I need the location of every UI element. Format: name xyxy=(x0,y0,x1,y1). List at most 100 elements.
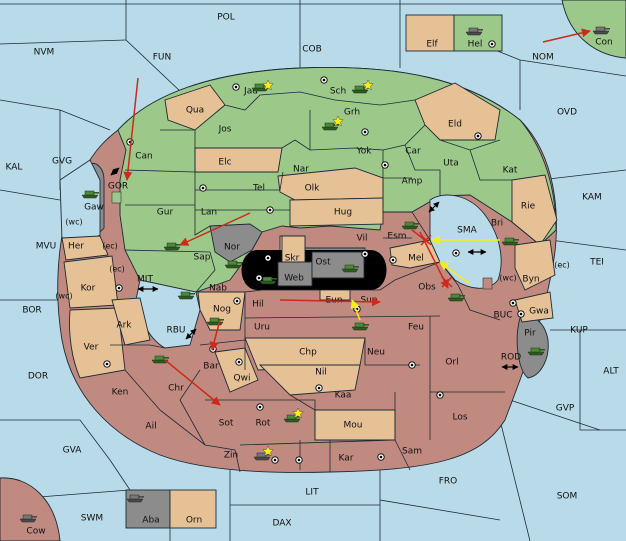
label-chr: Chr xyxy=(168,384,184,394)
label-web: Web xyxy=(284,274,304,284)
province-qua[interactable] xyxy=(164,84,226,131)
label-gvp: GVP xyxy=(556,404,575,414)
label-pol: POL xyxy=(217,13,235,23)
province-orn[interactable] xyxy=(169,489,217,529)
label-kam: KAM xyxy=(582,193,602,203)
label-aba: Aba xyxy=(142,516,159,526)
province-elf[interactable] xyxy=(405,14,455,52)
supply-center-kaa xyxy=(315,384,323,392)
label-qua: Qua xyxy=(186,106,204,116)
province-hug[interactable] xyxy=(289,197,384,227)
label-alt: ALT xyxy=(603,367,619,377)
star-icon-rot xyxy=(292,407,304,419)
label-grh: Grh xyxy=(344,108,360,118)
label-jos: Jos xyxy=(218,125,232,135)
label-car: Car xyxy=(405,147,421,157)
label-olk: Olk xyxy=(305,184,321,194)
province-qwi[interactable] xyxy=(214,347,259,393)
province-ark[interactable] xyxy=(111,297,151,346)
label-ken: Ken xyxy=(112,388,129,398)
units xyxy=(19,26,611,523)
supply-center-esm xyxy=(474,132,482,140)
supply-center-ost xyxy=(361,250,369,258)
label-can: Can xyxy=(135,152,153,162)
label-kor: Kor xyxy=(81,284,96,294)
label-ark: Ark xyxy=(116,321,132,331)
label-bar: Bar xyxy=(203,362,219,372)
label-orn: Orn xyxy=(186,516,202,526)
arrow-red-chr-sot xyxy=(164,359,221,406)
label-nil: Nil xyxy=(315,368,327,378)
province-nil[interactable] xyxy=(258,364,361,396)
label-gva: GVA xyxy=(63,446,83,456)
province-byn[interactable] xyxy=(514,239,556,291)
label-cow: Cow xyxy=(26,527,45,537)
province-pir[interactable] xyxy=(516,315,549,379)
label-mvu: MVU xyxy=(36,242,57,252)
label-sma: SMA xyxy=(457,226,477,236)
province-rie[interactable] xyxy=(511,174,558,246)
label-ver: Ver xyxy=(84,343,99,353)
label-ost: Ost xyxy=(315,258,331,268)
label-her: Her xyxy=(68,242,84,252)
label-dax: DAX xyxy=(272,519,291,529)
province-ver[interactable] xyxy=(69,307,126,379)
label-bor: BOR xyxy=(22,306,41,316)
supply-center-rie xyxy=(452,249,460,257)
supply-center-jad xyxy=(232,83,240,91)
supply-center-nor xyxy=(264,254,272,262)
label-coast-wc-kor: (wc) xyxy=(55,292,72,301)
label-swm: SWM xyxy=(81,514,103,524)
red-x-icon-mel xyxy=(420,234,432,246)
supply-center-hel xyxy=(488,40,496,48)
label-kat: Kat xyxy=(503,166,518,176)
label-sap: Sap xyxy=(194,253,211,263)
label-sam: Sam xyxy=(402,447,422,457)
province-web-inner[interactable] xyxy=(277,261,313,287)
label-sch: Sch xyxy=(330,87,346,97)
label-amp: Amp xyxy=(402,177,423,187)
label-tei: TEI xyxy=(589,258,604,268)
supply-center-mel xyxy=(389,256,397,264)
province-nor[interactable] xyxy=(209,223,263,263)
label-kal: KAL xyxy=(6,163,23,173)
supply-center-rot xyxy=(256,403,264,411)
label-neu: Neu xyxy=(367,348,385,358)
label-elf: Elf xyxy=(426,40,438,50)
label-rbu: RBU xyxy=(166,326,185,336)
label-som: SOM xyxy=(557,492,578,502)
label-fun: FUN xyxy=(153,53,172,63)
label-fro: FRO xyxy=(439,477,458,487)
supply-center-mou xyxy=(436,391,444,399)
label-con: Con xyxy=(595,38,613,48)
arrow-red-nog-bar xyxy=(209,319,221,351)
label-gor: GOR xyxy=(108,182,128,192)
label-kaa: Kaa xyxy=(335,391,352,401)
label-yok: Yok xyxy=(355,147,372,157)
label-kar: Kar xyxy=(339,454,354,464)
label-mit: MIT xyxy=(137,275,153,285)
canal-arrows xyxy=(110,167,519,370)
arrow-yellow-obs-mel xyxy=(439,261,471,285)
label-nog: Nog xyxy=(213,305,231,315)
label-jad: Jad xyxy=(243,87,258,97)
province-elc[interactable] xyxy=(194,147,283,173)
star-icon-sch xyxy=(362,79,374,91)
label-skr: Skr xyxy=(285,254,300,264)
supply-center-web xyxy=(255,274,263,282)
province-borders xyxy=(110,91,512,473)
arrow-red-fun-can xyxy=(123,77,139,181)
province-her[interactable] xyxy=(61,235,109,261)
label-esm: Esm xyxy=(387,232,406,242)
double-arrow-icon-rbu xyxy=(185,328,197,340)
label-tel: Tel xyxy=(252,184,265,194)
label-nor: Nor xyxy=(224,243,240,253)
label-nab: Nab xyxy=(209,284,227,294)
supply-center-lan xyxy=(266,206,274,214)
label-gwa: Gwa xyxy=(529,307,549,317)
star-icon-grh xyxy=(332,115,344,127)
label-gaw: Gaw xyxy=(84,203,104,213)
supply-center-gwa xyxy=(517,310,525,318)
